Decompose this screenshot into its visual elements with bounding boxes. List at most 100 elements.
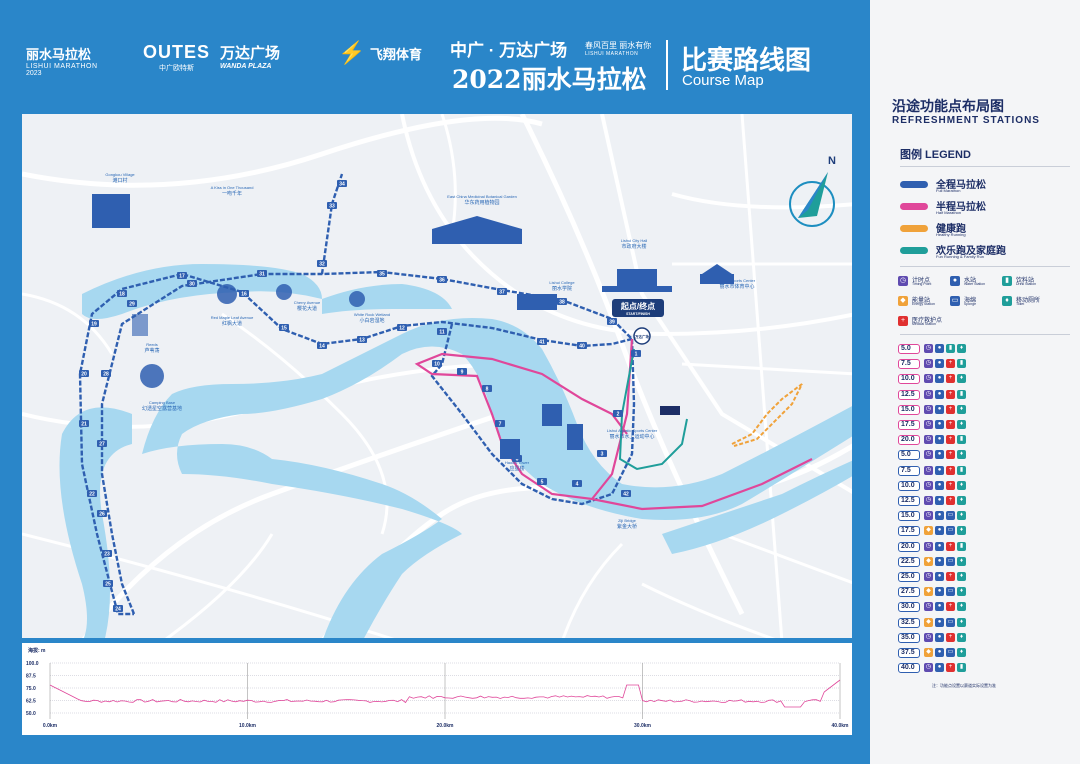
clock-icon: ◷ xyxy=(924,389,933,399)
landmark-label-en: East China Medicinal Botanical Garden xyxy=(447,194,517,199)
start-finish-label: 起点/终点 xyxy=(620,301,655,311)
km-marker-badge xyxy=(577,342,587,349)
drink-icon: ▮ xyxy=(1002,276,1012,286)
km-marker-badge xyxy=(457,368,467,375)
km-marker-label: 11 xyxy=(439,330,445,336)
clock-icon: ◷ xyxy=(924,511,933,521)
station-row: 12.5◷●+▮ xyxy=(898,389,1068,402)
clock-icon: ◷ xyxy=(898,276,908,286)
medical-cross-icon: + xyxy=(946,602,955,612)
water-drop-icon: ● xyxy=(935,450,944,460)
clock-icon: ◷ xyxy=(924,663,933,673)
elevation-ytick: 75.0 xyxy=(26,686,36,692)
medical-cross-icon: + xyxy=(946,465,955,475)
sports-center-icon xyxy=(92,194,734,459)
station-row: 30.0◷●+♦ xyxy=(898,602,1068,614)
km-marker-badge xyxy=(79,370,89,377)
healthy-run-route xyxy=(731,383,803,447)
station-icons: ◷●+♦ xyxy=(924,496,968,506)
landmark-label-en: Lishui Aquatic Sports Center xyxy=(607,428,658,433)
station-row: 32.5◆●▭♦ xyxy=(898,617,1068,630)
toilet-icon: ♦ xyxy=(957,572,966,581)
landmark-label-zh: 丽水市水上运动中心 xyxy=(609,433,654,440)
clock-icon: ◷ xyxy=(924,602,933,612)
station-row: 7.5◷●+▮ xyxy=(898,465,1068,478)
medical-cross-icon: + xyxy=(946,663,955,673)
toilet-icon: ♦ xyxy=(957,602,966,612)
station-km: 37.5 xyxy=(898,648,920,658)
km-marker-badge xyxy=(557,298,567,305)
legend-half-marathon: 半程马拉松 Half Marathon xyxy=(900,198,1070,218)
km-marker-badge xyxy=(79,420,89,427)
outes-logo-en: OUTES xyxy=(143,42,211,62)
station-km: 40.0 xyxy=(898,663,920,674)
station-icons: ◷●+♦ xyxy=(924,632,968,643)
slogan: 春风百里 丽水有你 xyxy=(585,41,652,50)
elevation-ylabel: 海拔: m xyxy=(28,647,46,654)
station-row: 12.5◷●+♦ xyxy=(898,496,1068,508)
outes-logo: OUTES 中广欧特斯 xyxy=(143,42,210,73)
medical-cross-icon: + xyxy=(946,389,955,399)
landmark-label-zh: 丽水学院 xyxy=(552,285,572,292)
water-drop-icon: ● xyxy=(950,276,960,286)
legend-full-marathon: 全程马拉松 Full Marathon xyxy=(900,176,1070,196)
energy-icon: ◆ xyxy=(924,526,933,536)
clock-icon: ◷ xyxy=(924,435,933,445)
water-drop-icon: ● xyxy=(935,526,944,536)
clock-icon: ◷ xyxy=(924,359,933,369)
facility-zh: 医疗救护点 xyxy=(912,318,943,324)
elevation-xtick: 0.0km xyxy=(43,723,58,729)
energy-icon: ◆ xyxy=(898,296,908,306)
km-marker-label: 34 xyxy=(339,182,345,188)
station-icons: ◷●+▮ xyxy=(924,663,968,673)
legend-en: Half Marathon xyxy=(936,210,962,215)
facility-en: Drink Station xyxy=(1016,282,1037,286)
landmark-label-en: Gongkou Village xyxy=(105,172,135,177)
facility-en: Energy Station xyxy=(912,302,935,306)
station-km: 5.0 xyxy=(898,450,920,461)
km-marker-label: 17 xyxy=(179,274,185,280)
landmark-label-zh: 丽水市体育中心 xyxy=(719,283,754,290)
clock-icon: ◷ xyxy=(924,496,933,505)
km-marker-label: 22 xyxy=(89,492,95,498)
wanda-plaza-tag: 万达广场 xyxy=(634,334,649,339)
station-icons: ◆●▭♦ xyxy=(924,648,968,658)
station-km: 30.0 xyxy=(898,602,920,613)
clock-icon: ◷ xyxy=(924,632,933,642)
km-marker-badge xyxy=(257,270,267,277)
toilet-icon: ♦ xyxy=(957,556,966,566)
water-drop-icon: ● xyxy=(935,556,944,566)
start-finish-marker[interactable]: 起点/终点 START/FINISH 万达广场 xyxy=(612,299,664,345)
water-drop-icon: ● xyxy=(935,344,944,353)
landmark-label-zh: 小白岩湿地 xyxy=(359,317,384,324)
station-icons: ◷●+♦ xyxy=(924,404,968,415)
lishui-marathon-logo: 丽水马拉松 LISHUI MARATHON 2023 xyxy=(26,44,98,77)
water-drop-icon: ● xyxy=(935,465,944,475)
facility-zh: 移动厕所 xyxy=(1016,298,1041,304)
km-marker-label: 33 xyxy=(329,204,335,210)
toilet-icon: ♦ xyxy=(957,587,966,597)
km-marker-badge xyxy=(97,510,107,517)
station-row: 20.0◷●+▮ xyxy=(898,435,1068,447)
station-icons: ◆●▭♦ xyxy=(924,526,968,536)
km-marker-badge xyxy=(621,490,631,497)
course-map[interactable]: 起点/终点 START/FINISH 万达广场 N Gongkou Villag… xyxy=(20,112,854,640)
km-marker-badge xyxy=(607,318,617,325)
water-drop-icon: ● xyxy=(935,404,944,414)
water-drop-icon: ● xyxy=(935,511,944,521)
sponge-icon: ▭ xyxy=(946,617,955,627)
station-icons: ◷●▭♦ xyxy=(924,511,968,521)
medical-cross-icon: + xyxy=(946,404,955,414)
station-row: 17.5◷●+♦ xyxy=(898,420,1068,432)
station-icons: ◆●▭♦ xyxy=(924,556,968,567)
landmark-label-zh: 紫金大桥 xyxy=(617,523,637,530)
km-marker-badge xyxy=(631,350,641,357)
water-drop-icon: ● xyxy=(935,541,944,551)
km-marker-badge xyxy=(127,300,137,307)
facility-en: Water Station xyxy=(964,282,986,286)
panel-title-en: REFRESHMENT STATIONS xyxy=(892,115,1040,126)
landmark-label-en: White Rock Wetland xyxy=(354,312,390,317)
station-icons: ◷●+♦ xyxy=(924,420,968,430)
medical-cross-icon: + xyxy=(946,435,955,445)
km-marker-label: 12 xyxy=(399,326,405,332)
